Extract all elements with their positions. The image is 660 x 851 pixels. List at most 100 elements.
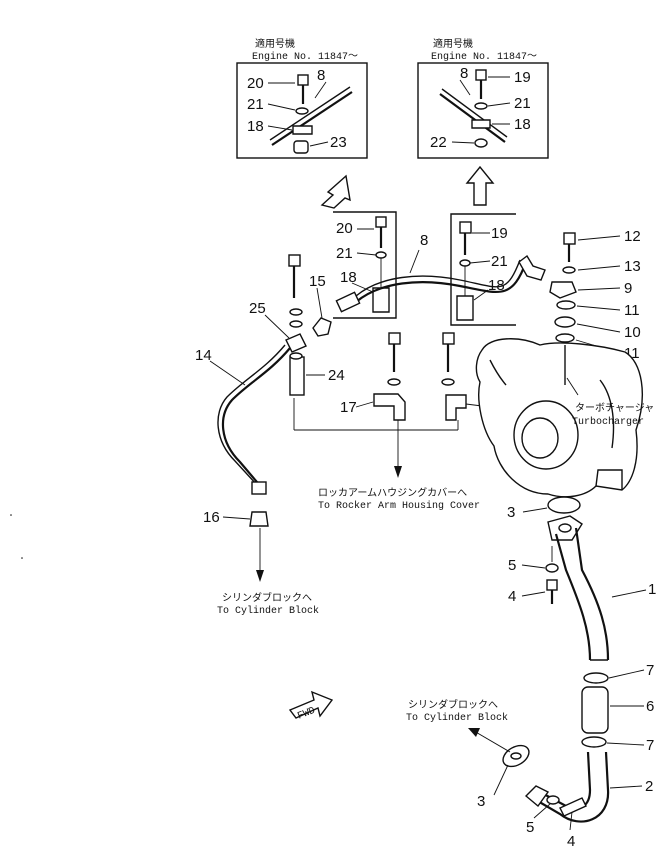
center-detail-left-frame	[333, 211, 397, 319]
callout-inset-right-21: 21	[514, 95, 531, 112]
oil-pipe-8-line	[355, 261, 528, 303]
inset-right-engine-label: Engine No. 11847～	[431, 51, 537, 63]
turbo-inner-ring	[521, 417, 559, 459]
oil-pipe-8: 8	[335, 232, 546, 313]
lead-4b	[569, 811, 573, 831]
inset-right-bolt-head	[475, 69, 487, 81]
inset-left-washer	[295, 107, 309, 115]
lead-18	[351, 282, 374, 293]
callout-inset-left-20: 20	[247, 75, 264, 92]
left-washer-1	[289, 308, 303, 316]
pipe-14-nut	[251, 481, 267, 495]
cyl-arrow-head	[256, 570, 264, 582]
callout-9: 9	[624, 280, 632, 297]
callout-19: 19	[491, 225, 508, 242]
washer-right	[441, 378, 455, 386]
lead-2	[609, 785, 643, 789]
center-clamp-18b	[456, 295, 474, 321]
callout-inset-right-22: 22	[430, 134, 447, 151]
cyl2-en-label: To Cylinder Block	[406, 712, 508, 724]
inset-right-lead-8	[459, 79, 471, 96]
callout-6: 6	[646, 698, 654, 715]
bracket-assembly: 24 17 17	[289, 332, 501, 478]
callout-inset-left-8: 8	[317, 67, 325, 84]
left-washer-2	[289, 320, 303, 328]
inset-right-jp-label: 適用号機	[433, 37, 473, 51]
callout-inset-right-18: 18	[514, 116, 531, 133]
callout-7a: 7	[646, 662, 654, 679]
inset-left-pipe	[271, 91, 353, 146]
inset-right-pipe	[439, 93, 506, 143]
left-bolt-head	[288, 254, 301, 267]
arrow-to-right-inset	[465, 165, 495, 206]
inset-left-lead-18	[267, 125, 293, 131]
callout-inset-left-18: 18	[247, 118, 264, 135]
turbo-en-label: Turbocharger	[572, 416, 644, 428]
rocker-arrow-head	[394, 466, 402, 478]
lead-14	[209, 360, 246, 386]
union-9	[549, 281, 577, 299]
center-detail-right: 19 21 18	[450, 213, 516, 326]
inset-right-washer	[474, 102, 488, 110]
scan-dot-1	[10, 514, 12, 516]
callout-4a: 4	[508, 588, 516, 605]
inset-left-clamp	[292, 125, 313, 135]
clamp-7-top	[583, 672, 609, 684]
inset-right-nut	[474, 138, 488, 148]
inset-left-bolt-head	[297, 74, 309, 86]
oil-pipe-8-edge	[355, 259, 521, 297]
callout-13: 13	[624, 258, 641, 275]
callout-20: 20	[336, 220, 353, 237]
drain-flange-hole	[558, 523, 572, 533]
callout-15: 15	[309, 273, 326, 290]
callout-17a: 17	[340, 399, 357, 416]
lead-21	[356, 252, 377, 256]
callout-12: 12	[624, 228, 641, 245]
callout-25: 25	[249, 300, 266, 317]
inset-left-engine-label: Engine No. 11847～	[252, 51, 358, 63]
bolt-4-top-head	[546, 579, 558, 591]
inset-left-nut	[293, 140, 309, 154]
cyl2-jp-label: シリンダブロックへ	[408, 698, 498, 712]
callout-10: 10	[624, 324, 641, 341]
callout-21b: 21	[491, 253, 508, 270]
callout-5b: 5	[526, 819, 534, 836]
callout-7b: 7	[646, 737, 654, 754]
oil-pipe-8-left-fitting	[335, 291, 361, 313]
rocker-jp-label: ロッカアームハウジングカバーへ	[318, 486, 467, 500]
callout-11a: 11	[624, 302, 640, 319]
spacer-24	[289, 356, 305, 396]
lead-10	[576, 323, 621, 333]
callout-16: 16	[203, 509, 220, 526]
lead-7b	[606, 742, 645, 746]
lead-11a	[576, 305, 621, 311]
lead-9	[577, 287, 621, 291]
lead-25	[264, 314, 290, 339]
cyl1-en-label: To Cylinder Block	[217, 605, 319, 617]
lead-5b	[533, 803, 551, 819]
callout-14: 14	[195, 347, 212, 364]
gasket-3-bottom-hole	[510, 752, 522, 760]
clamp-7-bottom	[581, 736, 607, 748]
lead-16	[222, 516, 251, 520]
hose-6	[581, 686, 609, 734]
washer-5-bottom	[546, 795, 560, 805]
callout-inset-right-19: 19	[514, 69, 531, 86]
bolt-left-head	[388, 332, 401, 345]
turbo-foot	[595, 469, 623, 490]
bracket-17-left	[373, 393, 406, 421]
drain-pipe-2-inner	[535, 751, 610, 823]
cyl2-arrow-head	[468, 728, 480, 737]
callout-3a: 3	[507, 504, 515, 521]
fwd-arrow	[288, 690, 334, 719]
cyl1-jp-label: シリンダブロックへ	[222, 591, 312, 605]
drain-flange-bottom	[524, 785, 550, 808]
inset-right-lead-22	[451, 141, 475, 144]
bracket-17-right	[445, 394, 467, 421]
inset-right-lead-21	[487, 102, 511, 107]
bolt-12-head	[563, 232, 576, 245]
callout-inset-left-21: 21	[247, 96, 264, 113]
inset-right-clamp	[471, 119, 491, 129]
drain-pipe-1-right	[574, 527, 610, 661]
gasket-11b	[555, 333, 575, 343]
